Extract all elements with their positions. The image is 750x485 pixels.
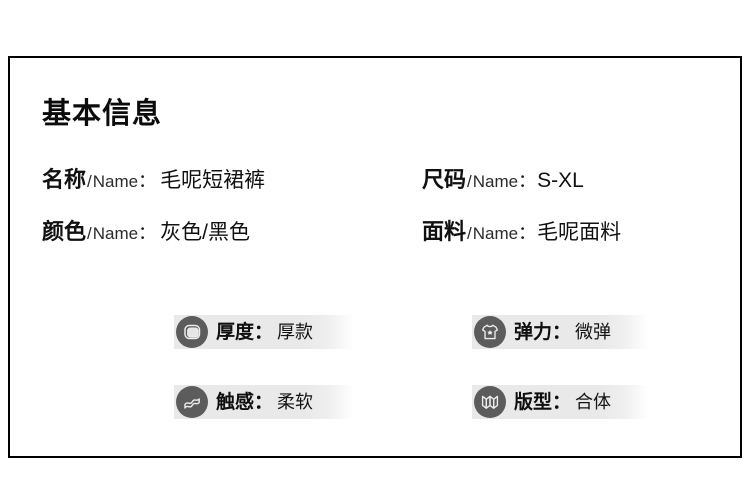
attribute-badge-touch: 触感：柔软	[174, 385, 354, 419]
badge-colon: ：	[254, 321, 274, 343]
badge-colon: ：	[254, 391, 274, 413]
info-label: 面料	[422, 219, 467, 244]
badge-value: 合体	[575, 392, 612, 412]
info-en-label: Name	[472, 172, 519, 191]
folded-map-icon	[474, 386, 506, 418]
badge-label: 弹力	[514, 321, 553, 343]
badge-label: 触感	[216, 391, 255, 413]
info-separator: /	[467, 172, 472, 191]
info-colon: ：	[138, 171, 157, 191]
info-separator: /	[87, 224, 92, 243]
info-label: 颜色	[42, 219, 87, 244]
attribute-badge-fit: 版型：合体	[472, 385, 648, 419]
badge-colon: ：	[552, 391, 572, 413]
tshirt-stretch-icon	[474, 316, 506, 348]
info-value: 灰色/黑色	[160, 221, 250, 244]
badge-value: 微弹	[575, 322, 612, 342]
badge-label: 版型	[514, 391, 553, 413]
info-row-color: 颜色/Name：灰色/黑色	[42, 219, 250, 244]
fabric-fold-icon	[176, 386, 208, 418]
info-en-label: Name	[472, 224, 519, 243]
thickness-layers-icon	[176, 316, 208, 348]
info-en-label: Name	[92, 224, 139, 243]
info-colon: ：	[518, 223, 537, 243]
badge-label: 厚度	[216, 321, 255, 343]
info-value: 毛呢面料	[537, 221, 622, 244]
info-value: S-XL	[537, 169, 584, 192]
info-row-name: 名称/Name：毛呢短裙裤	[42, 167, 266, 192]
info-colon: ：	[518, 171, 537, 191]
page-title: 基本信息	[42, 98, 163, 130]
info-row-size: 尺码/Name：S-XL	[422, 167, 584, 192]
attribute-badge-thickness: 厚度：厚款	[174, 315, 354, 349]
info-value: 毛呢短裙裤	[160, 169, 266, 192]
attribute-badge-elasticity: 弹力：微弹	[472, 315, 648, 349]
badge-colon: ：	[552, 321, 572, 343]
basic-info-panel: 基本信息 名称/Name：毛呢短裙裤 颜色/Name：灰色/黑色 尺码/Name…	[8, 56, 742, 458]
badge-value: 厚款	[277, 322, 314, 342]
info-row-fabric: 面料/Name：毛呢面料	[422, 219, 622, 244]
info-separator: /	[87, 172, 92, 191]
info-label: 名称	[42, 167, 87, 192]
info-en-label: Name	[92, 172, 139, 191]
badge-value: 柔软	[277, 392, 314, 412]
info-label: 尺码	[422, 167, 467, 192]
info-colon: ：	[138, 223, 157, 243]
info-separator: /	[467, 224, 472, 243]
